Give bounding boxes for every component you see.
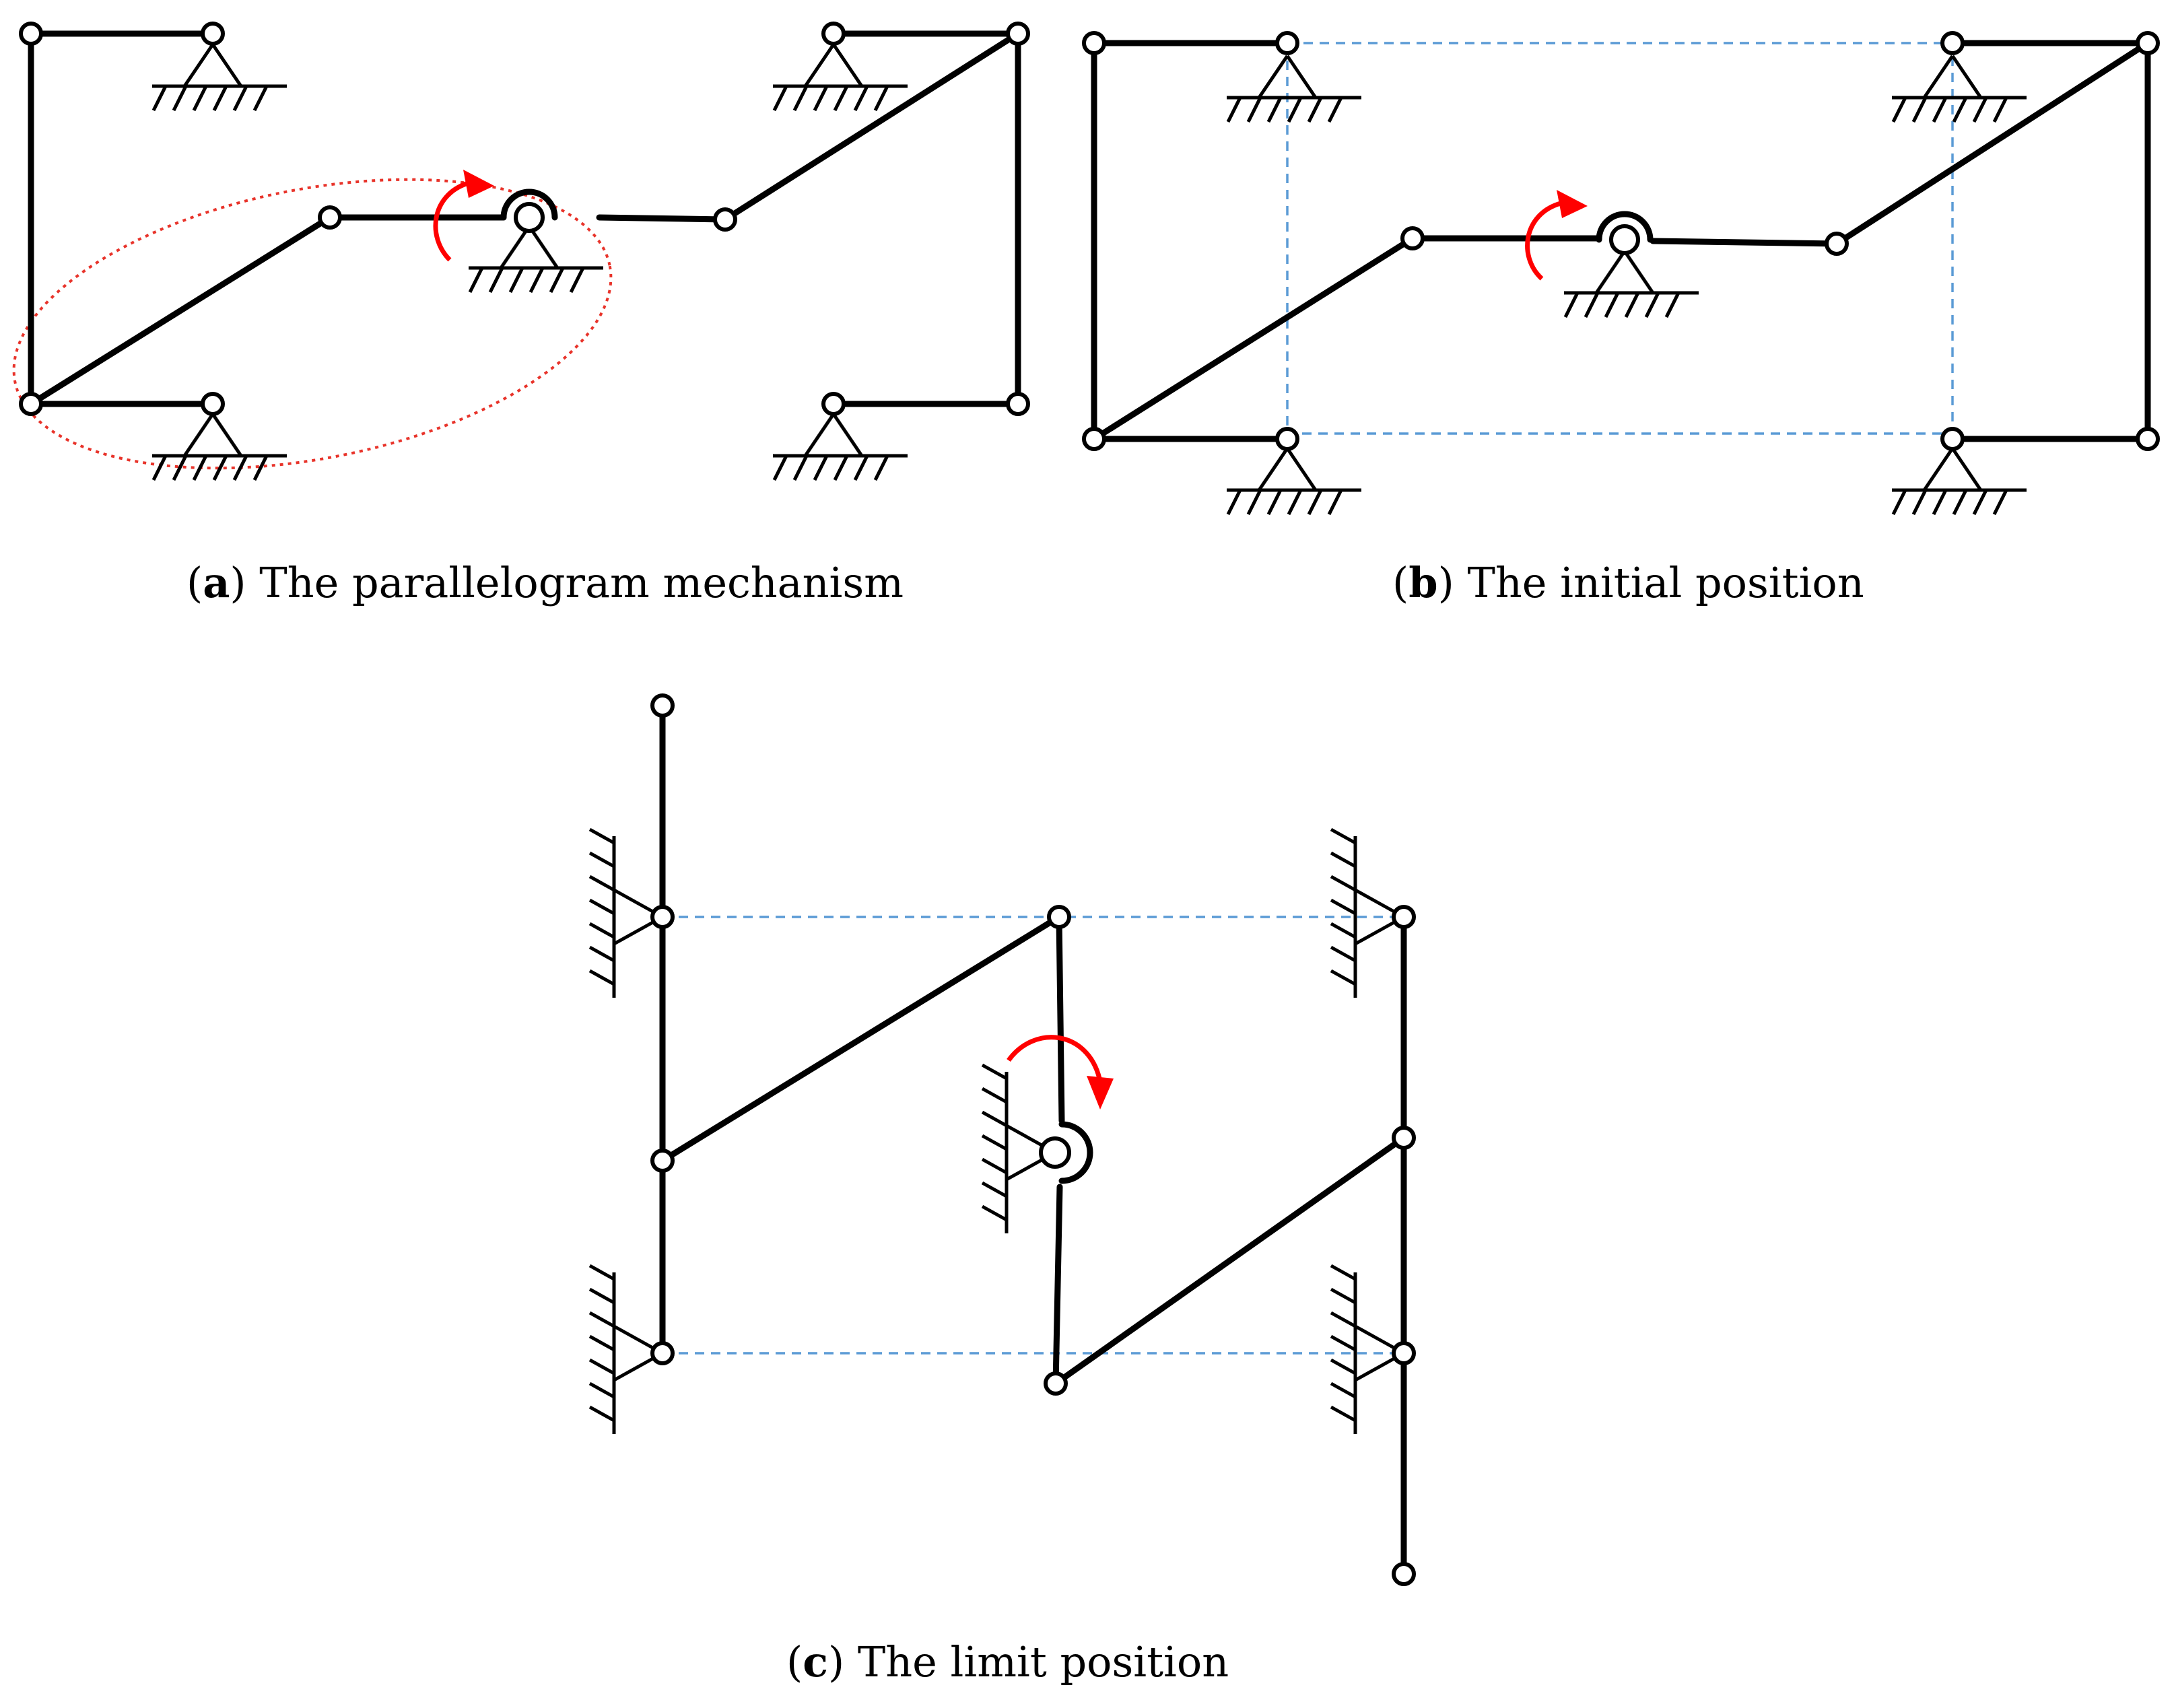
ground-pivot bbox=[1227, 56, 1361, 122]
ground-pivot-center bbox=[1564, 251, 1699, 317]
joint bbox=[2136, 427, 2160, 451]
crank-hub bbox=[500, 189, 558, 221]
joint bbox=[19, 22, 43, 46]
highlight-ellipse bbox=[12, 178, 613, 470]
rotation-arrow bbox=[1007, 1035, 1102, 1079]
link-a-right-diagonal bbox=[722, 30, 1021, 223]
ground-pivot-center bbox=[469, 226, 603, 292]
link-a-right bbox=[830, 30, 1021, 407]
ground-pivot bbox=[1892, 448, 2027, 514]
joint bbox=[1400, 226, 1425, 250]
joint bbox=[1006, 392, 1030, 416]
joint bbox=[1609, 224, 1640, 255]
joint bbox=[1039, 1136, 1071, 1169]
link-b-right-diagonal bbox=[1833, 40, 2151, 247]
link-b-left-diagonal bbox=[1091, 235, 1416, 442]
diagram-c bbox=[590, 693, 1416, 1586]
joint bbox=[1275, 427, 1299, 451]
joint bbox=[1940, 427, 1965, 451]
joint bbox=[650, 1149, 675, 1173]
joint bbox=[1082, 427, 1106, 451]
joint bbox=[650, 693, 675, 718]
rotation-arrowhead bbox=[1557, 190, 1588, 218]
link-b-coupler-right bbox=[1650, 238, 1840, 247]
joint bbox=[821, 22, 846, 46]
joint bbox=[1392, 1126, 1416, 1150]
joint bbox=[1275, 31, 1299, 55]
caption-a: (a) The parallelogram mechanism bbox=[186, 558, 904, 607]
ground-pivot bbox=[773, 414, 908, 480]
joint bbox=[1006, 22, 1030, 46]
joint bbox=[318, 205, 342, 230]
rotation-arrowhead bbox=[463, 170, 494, 198]
rotation-arrow bbox=[433, 180, 469, 262]
joint bbox=[514, 202, 545, 233]
joint bbox=[1392, 1341, 1416, 1365]
ground-pivot bbox=[152, 44, 287, 110]
joint bbox=[1392, 905, 1416, 929]
joint bbox=[1082, 31, 1106, 55]
link-c-crank-lower bbox=[1052, 1184, 1063, 1387]
link-c-lower-diagonal bbox=[1052, 1134, 1407, 1387]
link-a-left-diagonal bbox=[28, 214, 333, 407]
joint bbox=[201, 392, 225, 416]
crank-hub bbox=[1596, 211, 1654, 243]
joint bbox=[1392, 1562, 1416, 1586]
diagram-a bbox=[12, 22, 1030, 514]
rotation-arrow bbox=[1525, 201, 1562, 281]
joint bbox=[1044, 1371, 1068, 1396]
joint bbox=[650, 1341, 675, 1365]
ground-pivot bbox=[1227, 448, 1361, 514]
joint bbox=[650, 905, 675, 929]
diagram-b bbox=[1082, 31, 2160, 514]
crank-hub bbox=[1058, 1121, 1093, 1184]
joint bbox=[201, 22, 225, 46]
link-a-coupler-right bbox=[596, 214, 728, 223]
caption-c: (c) The limit position bbox=[786, 1637, 1229, 1686]
joint bbox=[821, 392, 846, 416]
link-c-upper-diagonal bbox=[659, 914, 1062, 1164]
joint bbox=[1825, 232, 1849, 256]
joint bbox=[1940, 31, 1965, 55]
ground-pivot bbox=[773, 44, 908, 110]
ground-pivot bbox=[152, 414, 287, 480]
caption-b: (b) The initial position bbox=[1392, 558, 1864, 607]
rotation-arrowhead bbox=[1087, 1076, 1114, 1109]
joint bbox=[713, 207, 737, 232]
joint bbox=[1047, 905, 1071, 929]
link-c-crank-upper bbox=[1056, 914, 1065, 1124]
link-b-left bbox=[1091, 40, 1291, 442]
joint bbox=[2136, 31, 2160, 55]
link-a-left-top bbox=[28, 30, 211, 407]
joint bbox=[19, 392, 43, 416]
ground-pivot bbox=[1892, 56, 2027, 122]
link-b-right bbox=[1949, 40, 2151, 442]
